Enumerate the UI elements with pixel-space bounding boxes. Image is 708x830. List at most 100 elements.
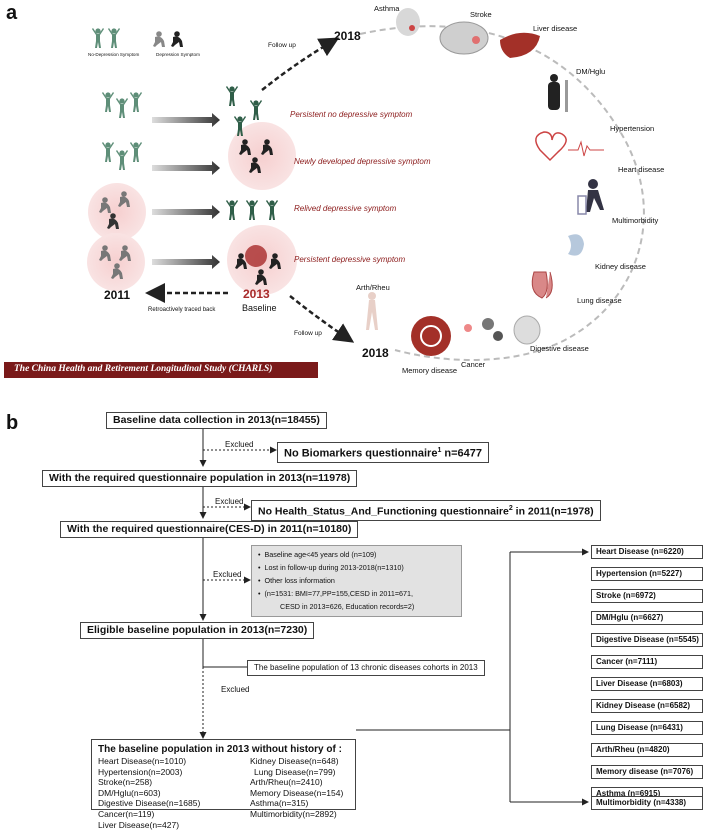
no-health-status-text: No Health_Status_And_Functioning questio… <box>258 505 509 518</box>
without-item: Stroke(n=258) <box>98 777 153 788</box>
cohort-box: Hypertension (n=5227) <box>591 567 703 581</box>
arth-label: Arth/Rheu <box>356 283 390 292</box>
excluded-label-1: Exclued <box>225 440 254 449</box>
legend-no-depression-label: No-Depression Symptom <box>88 52 140 57</box>
follow-up-bottom-label: Follow up <box>294 330 322 337</box>
cohort-box: Stroke (n=6972) <box>591 589 703 603</box>
no-biomarkers-box: No Biomarkers questionnaire1 n=6477 <box>277 442 490 463</box>
without-item: Kidney Disease(n=648) <box>250 756 339 766</box>
panel-a-letter: a <box>6 2 18 24</box>
year-2018-bottom: 2018 <box>362 346 389 360</box>
excl-age: • Baseline age<45 years old (n=109) <box>258 550 377 559</box>
arth-icon <box>366 292 378 330</box>
group2-label: Newly developed depressive symptom <box>294 157 431 166</box>
excl-other-text: Other loss information <box>264 576 335 585</box>
cohort-box: Cancer (n=7111) <box>591 655 703 669</box>
year-2013: 2013 <box>243 287 270 301</box>
dm-icon <box>548 74 568 112</box>
multimorbidity-label: Multimorbidity <box>612 216 659 225</box>
cohort-box: Kidney Disease (n=6582) <box>591 699 703 713</box>
retro-label: Retroactively traced back <box>148 307 216 313</box>
without-item: Arth/Rheu(n=2410) <box>250 777 323 788</box>
kidney-label: Kidney disease <box>595 262 646 271</box>
no-biomarkers-footnote: 1 <box>437 447 442 454</box>
with-questionnaire-2013-box: With the required questionnaire populati… <box>42 470 358 487</box>
without-left-col: Heart Disease(n=1010) Hypertension(n=200… <box>98 756 250 830</box>
without-item: Multimorbidity(n=2892) <box>250 808 337 819</box>
heart-label: Heart disease <box>618 165 665 174</box>
excl-age-text: Baseline age<45 years old (n=109) <box>264 550 377 559</box>
cohort-box: DM/Hglu (n=6627) <box>591 611 703 625</box>
stroke-label: Stroke <box>470 10 492 19</box>
group4-2011-circle <box>87 233 145 291</box>
without-item: Cancer(n=119) <box>98 808 155 819</box>
baseline-collection-box: Baseline data collection in 2013(n=18455… <box>106 412 327 429</box>
group4-label: Persistent depressive symptom <box>294 255 406 264</box>
cohort-box: Digestive Disease (n=5545) <box>591 633 703 647</box>
group3-2011-circle <box>88 183 146 241</box>
group2-2013-circle <box>228 122 296 190</box>
without-item: Liver Disease(n=427) <box>98 819 180 830</box>
without-item: Digestive Disease(n=1685) <box>98 798 201 809</box>
dm-label: DM/Hglu <box>576 67 606 76</box>
legend-depression-icon <box>153 31 183 47</box>
follow-up-top-label: Follow up <box>268 42 296 49</box>
cohort-box: Multimorbidity (n=4338) <box>591 796 703 810</box>
flowchart-connectors <box>199 429 589 806</box>
stroke-icon <box>439 21 489 55</box>
digestive-label: Digestive disease <box>530 344 589 353</box>
asthma-label: Asthma <box>374 4 400 13</box>
cohort-box: Liver Disease (n=6803) <box>591 677 703 691</box>
excl-detail-1: • (n=1531: BMI=77,PP=155,CESD in 2011=67… <box>258 589 414 598</box>
without-item: Lung Disease(n=799) <box>254 766 336 777</box>
multimorbidity-icon <box>577 179 604 215</box>
liver-label: Liver disease <box>533 24 578 33</box>
cohort-box: Lung Disease (n=6431) <box>591 721 703 735</box>
with-cesd-2011-box: With the required questionnaire(CES-D) i… <box>60 521 359 538</box>
legend-depression-label: Depression Symptom <box>156 52 200 57</box>
no-health-status-box: No Health_Status_And_Functioning questio… <box>251 500 601 521</box>
without-item: Memory Disease(n=154) <box>250 787 344 798</box>
asthma-icon <box>396 8 420 36</box>
cohort-box: Heart Disease (n=6220) <box>591 545 703 559</box>
no-health-status-footnote: 2 <box>508 505 513 512</box>
panel-a-graphics <box>87 8 645 361</box>
memory-icon <box>411 316 451 356</box>
group4-core-circle <box>245 245 267 267</box>
without-item: DM/Hglu(n=603) <box>98 787 161 798</box>
baseline-label: Baseline <box>242 303 277 313</box>
without-history-box: The baseline population in 2013 without … <box>91 739 356 830</box>
hypertension-label: Hypertension <box>610 124 655 133</box>
charls-banner: The China Health and Retirement Longitud… <box>4 362 318 378</box>
panel-b-letter: b <box>6 412 19 434</box>
cancer-icon <box>464 318 503 341</box>
group1-label: Persistent no depressive symptom <box>290 110 413 119</box>
cohort-box: Arth/Rheu (n=4820) <box>591 743 703 757</box>
excl-lost: • Lost in follow-up during 2013-2018(n=1… <box>258 563 404 572</box>
without-item: Hypertension(n=2003) <box>98 766 183 777</box>
year-2011: 2011 <box>104 288 131 302</box>
lung-label: Lung disease <box>577 296 622 305</box>
legend-no-depression-icon <box>92 28 120 48</box>
baseline-13-box: The baseline population of 13 chronic di… <box>247 660 485 676</box>
cohort-box: Memory disease (n=7076) <box>591 765 703 779</box>
excluded-label-2: Exclued <box>215 497 244 506</box>
excluded-label-3: Exclued <box>213 570 242 579</box>
lung-icon <box>531 271 553 299</box>
group3-label: Relived depressive symptom <box>294 204 397 213</box>
without-history-title: The baseline population in 2013 without … <box>98 744 342 755</box>
excl-detail-2: CESD in 2013=626, Education records=2) <box>280 602 415 611</box>
exclusion-details-box: • Baseline age<45 years old (n=109) • Lo… <box>251 545 462 617</box>
disease-circle-arc <box>359 25 645 361</box>
excl-lost-text: Lost in follow-up during 2013-2018(n=131… <box>264 563 404 572</box>
heart-icon <box>535 131 604 162</box>
no-biomarkers-count: n=6477 <box>441 447 483 460</box>
liver-icon <box>500 32 540 58</box>
excluded-label-4: Exclued <box>221 685 250 694</box>
excl-other: • Other loss information <box>258 576 335 585</box>
year-2018-top: 2018 <box>334 29 361 43</box>
without-item: Asthma(n=315) <box>250 798 309 809</box>
follow-up-top-arrow <box>261 37 340 91</box>
no-biomarkers-text: No Biomarkers questionnaire <box>284 447 438 460</box>
digestive-icon <box>513 315 541 345</box>
